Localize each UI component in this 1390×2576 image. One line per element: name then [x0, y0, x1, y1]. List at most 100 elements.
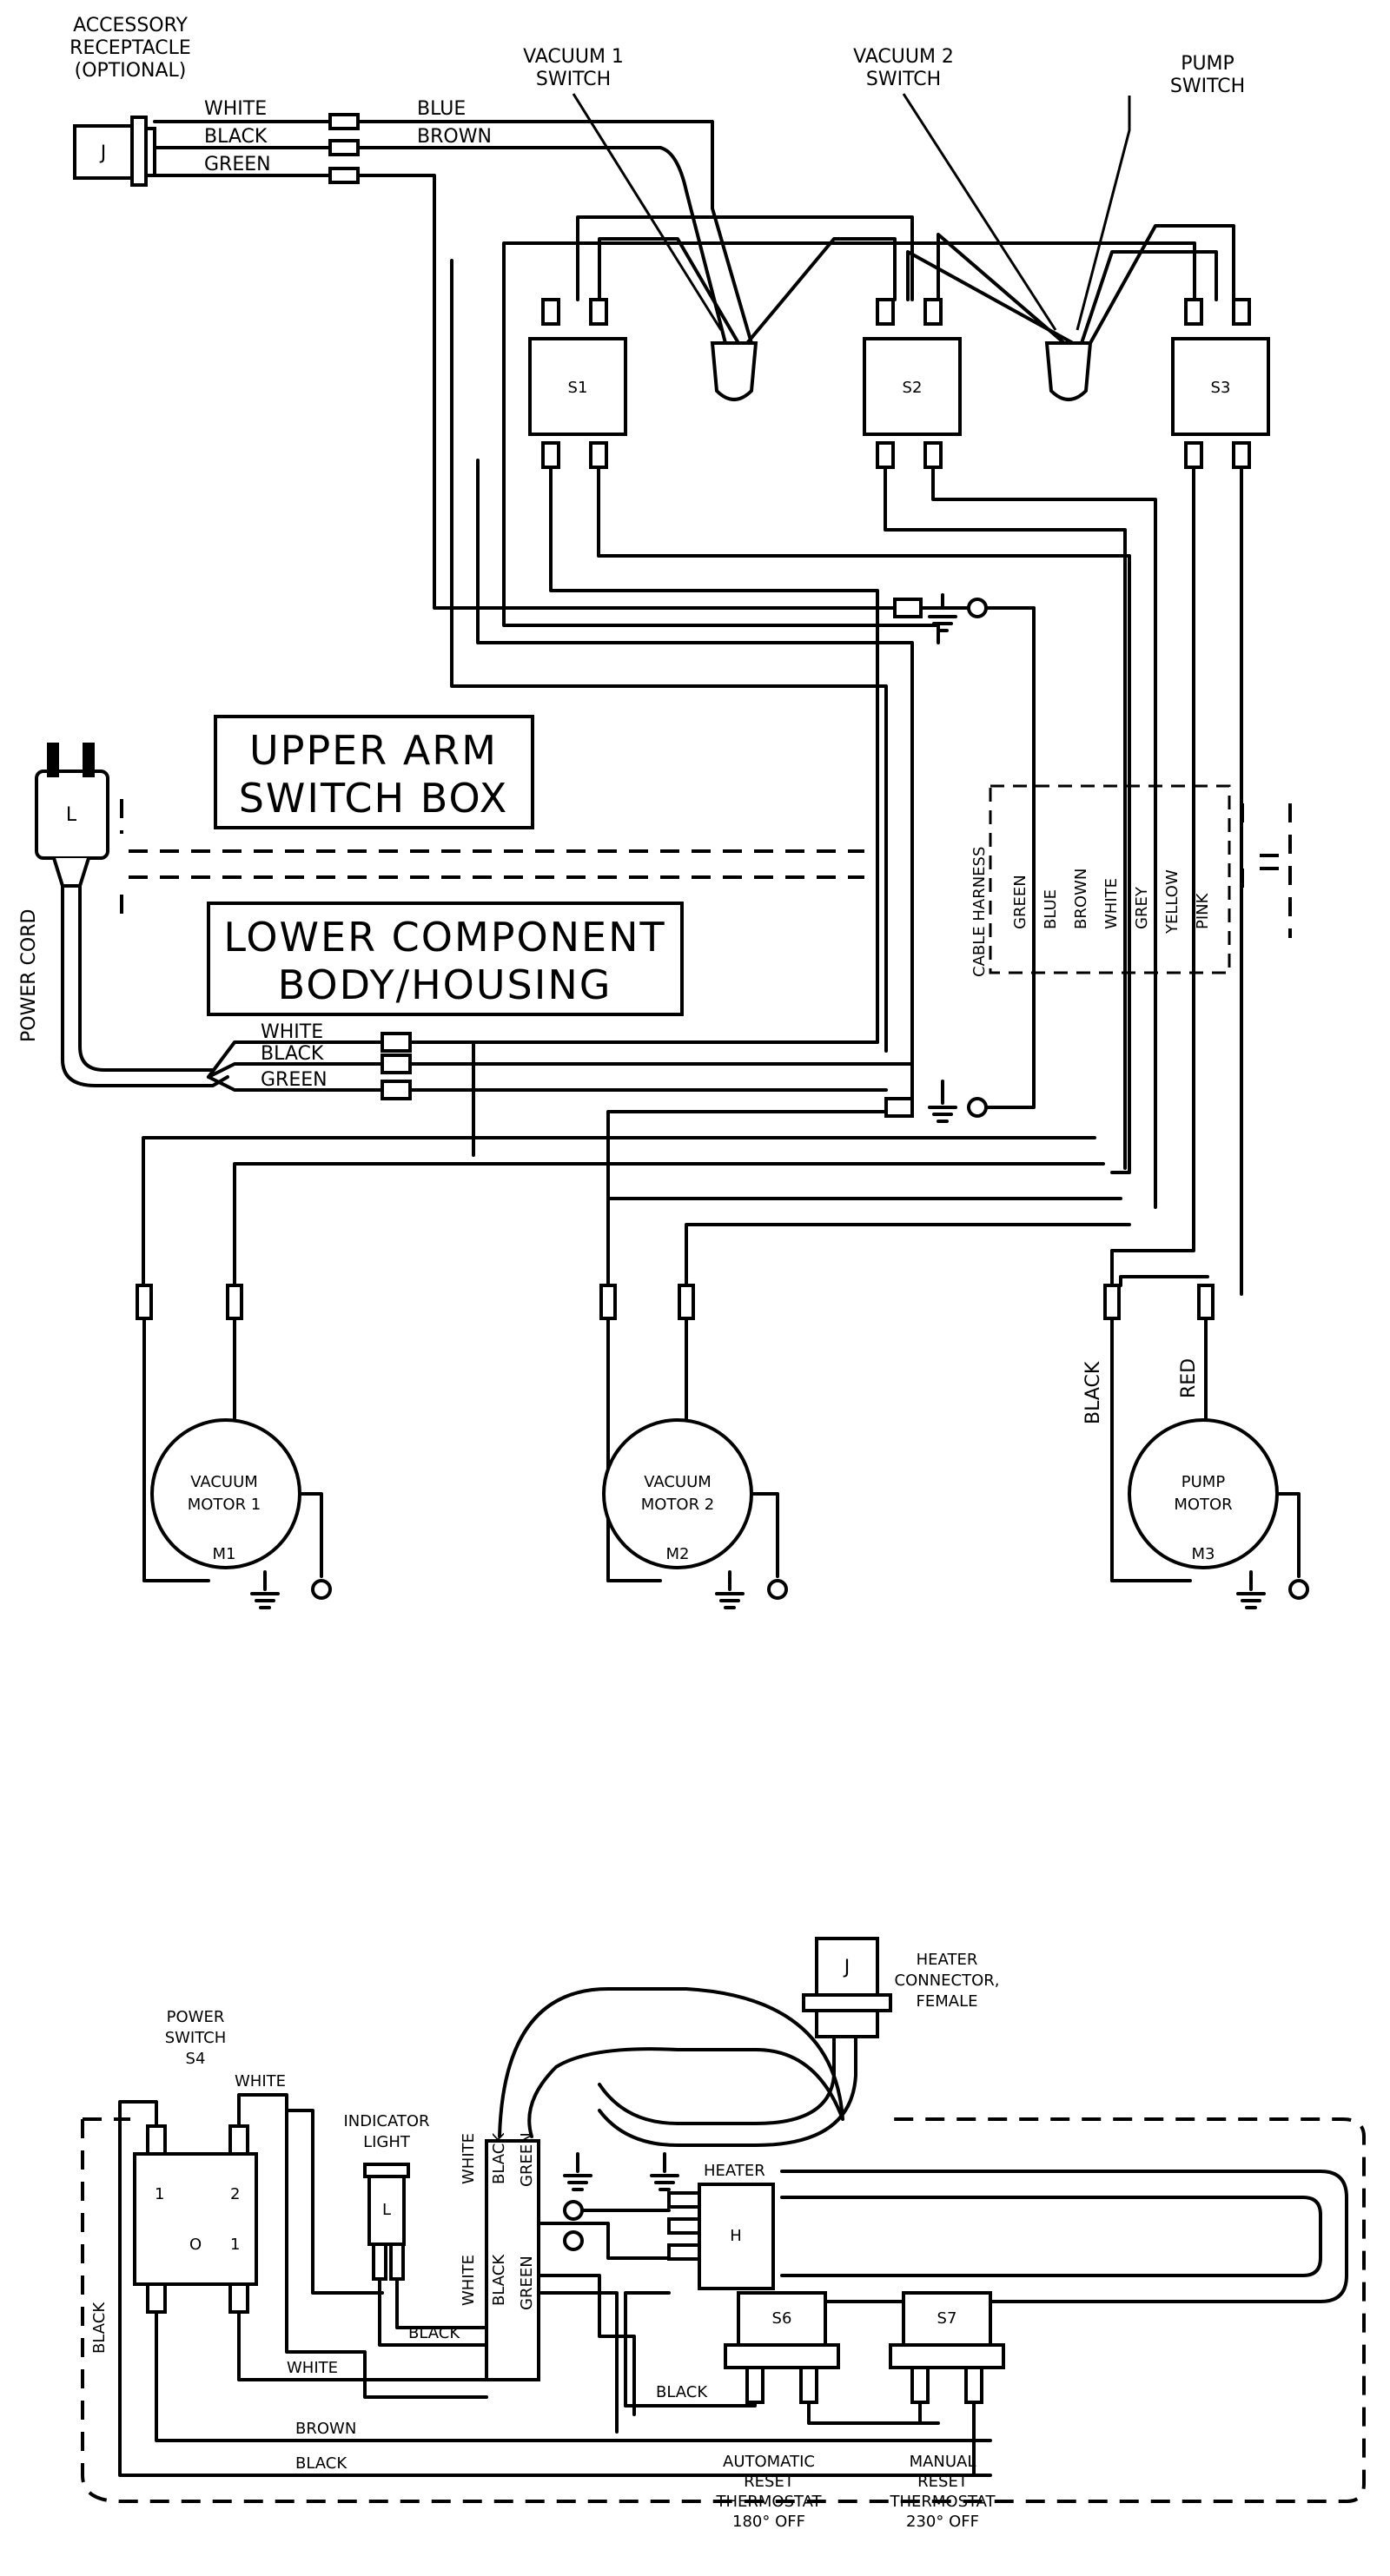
motor3-line1: PUMP: [1182, 1473, 1226, 1491]
pump-switch-label: PUMP: [1181, 53, 1234, 75]
wire-black-left: BLACK: [90, 2302, 109, 2354]
manual-thermostat-label: MANUAL RESET THERMOSTAT 230° OFF: [889, 2453, 996, 2531]
cord-wire-white: WHITE: [261, 1021, 323, 1043]
wire-black-bottom: BLACK: [295, 2454, 348, 2473]
receptacle-label-line3: (OPTIONAL): [75, 60, 187, 82]
upper-arm-box: UPPER ARM SWITCH BOX: [214, 715, 534, 829]
indicator-light-line2: LIGHT: [363, 2133, 411, 2151]
switch-output-wires: [450, 259, 1243, 1296]
power-switch-term2: 2: [230, 2185, 240, 2203]
wire-green-v2: GREEN: [518, 2256, 536, 2310]
power-cord: L POWER CORD: [18, 743, 229, 1087]
power-switch-line1: POWER: [167, 2008, 225, 2026]
receptacle-label-line2: RECEPTACLE: [70, 37, 191, 59]
switch-s2-tag: S2: [903, 379, 923, 397]
wire-black-v1: BLACK: [490, 2132, 508, 2184]
power-switch-off: O: [189, 2236, 202, 2254]
vacuum1-switch-label2: SWITCH: [536, 69, 611, 90]
cord-wire-black: BLACK: [261, 1043, 324, 1065]
power-switch: POWER SWITCH S4 1 2 O 1: [133, 2008, 258, 2314]
heater-connector-line1: HEATER: [917, 1951, 978, 1969]
switch-fanout-wires: [502, 215, 1235, 644]
upper-box-line1: UPPER ARM: [249, 727, 498, 774]
switch-s2: S2: [863, 298, 962, 469]
thermostat-s6-tag: S6: [772, 2309, 792, 2328]
auto-thermo-line1: AUTOMATIC: [723, 2453, 815, 2471]
pump-lead-black: BLACK: [1082, 1361, 1104, 1424]
vacuum-motor-1: VACUUM MOTOR 1 M1: [142, 1317, 332, 1609]
heater-connector: J HEATER CONNECTOR, FEMALE: [802, 1937, 1000, 2038]
lower-ground: [884, 1080, 1036, 1123]
switch-s1-tag: S1: [568, 379, 588, 397]
wire-white-top: WHITE: [235, 2072, 286, 2091]
heater-tag: H: [730, 2227, 742, 2245]
indicator-light: INDICATOR LIGHT L BLACK: [343, 2112, 488, 2347]
motor1-tag: M1: [213, 1545, 236, 1563]
cable-bundle: WHITE BLACK GREEN WHITE BLACK GREEN: [460, 2132, 540, 2381]
cord-wires: WHITE BLACK GREEN: [207, 1021, 914, 1100]
wire-green-v1: GREEN: [518, 2132, 536, 2187]
heater-label: HEATER: [704, 2162, 765, 2180]
plug-tag: L: [66, 804, 77, 826]
manual-thermo-line3: THERMOSTAT: [889, 2493, 996, 2511]
wire-black-mid: BLACK: [408, 2324, 460, 2342]
receptacle-wire-black: BLACK: [204, 126, 268, 148]
manual-thermo-line1: MANUAL: [910, 2453, 976, 2471]
wire-nut-2: [1044, 341, 1093, 401]
upper-ground: [893, 593, 1036, 1096]
harness-blue: BLUE: [1042, 889, 1060, 929]
receptacle-wire-brown: BROWN: [417, 126, 492, 148]
motor-connectors: [136, 1284, 1215, 1320]
heater-element: H HEATER: [667, 2162, 1348, 2303]
manual-thermo-line2: RESET: [917, 2473, 969, 2491]
heater-connector-line3: FEMALE: [917, 1992, 978, 2011]
switch-s1: S1: [528, 298, 627, 469]
auto-thermo-line4: 180° OFF: [732, 2513, 805, 2531]
indicator-light-line1: INDICATOR: [343, 2112, 429, 2130]
wire-white-v1: WHITE: [460, 2133, 478, 2184]
power-switch-line2: SWITCH: [165, 2029, 227, 2047]
receptacle-wire-blue: BLUE: [417, 98, 466, 120]
pump-switch-label2: SWITCH: [1170, 76, 1245, 97]
pump-motor: PUMP MOTOR M3: [1110, 1317, 1309, 1609]
motor2-line2: MOTOR 2: [641, 1496, 715, 1514]
pump-lead-red: RED: [1178, 1358, 1200, 1398]
lower-box-line2: BODY/HOUSING: [278, 961, 612, 1008]
receptacle-label-line1: ACCESSORY: [73, 15, 188, 36]
vacuum2-switch-label: VACUUM 2: [853, 46, 954, 68]
harness-white: WHITE: [1102, 878, 1121, 929]
power-cord-label: POWER CORD: [18, 909, 40, 1042]
auto-thermostat-label: AUTOMATIC RESET THERMOSTAT 180° OFF: [715, 2453, 822, 2531]
thermostat-s6: S6 BLACK: [624, 2291, 940, 2425]
receptacle-wires: WHITE BLACK GREEN BLUE BROWN: [153, 98, 975, 610]
thermostat-s7: S7: [889, 2291, 1005, 2477]
wire-white-mid: WHITE: [287, 2359, 338, 2377]
vacuum-motor-2: VACUUM MOTOR 2 M2: [602, 1317, 788, 1609]
light-tag: L: [382, 2201, 391, 2219]
cord-wire-green: GREEN: [261, 1069, 328, 1091]
harness-green: GREEN: [1011, 875, 1029, 929]
harness-grey: GREY: [1133, 886, 1151, 929]
upper-box-line2: SWITCH BOX: [239, 775, 509, 822]
wire-nut-1: [710, 341, 758, 401]
vacuum2-switch-label2: SWITCH: [866, 69, 941, 90]
receptacle-wire-white: WHITE: [204, 98, 267, 120]
power-switch-term1: 1: [155, 2185, 164, 2203]
motor1-line1: VACUUM: [190, 1473, 258, 1491]
wire-white-v2: WHITE: [460, 2255, 478, 2306]
lower-component-box: LOWER COMPONENT BODY/HOUSING: [207, 902, 684, 1016]
switch-s3-tag: S3: [1211, 379, 1231, 397]
receptacle-wire-green: GREEN: [204, 154, 271, 175]
cable-harness-label: CABLE HARNESS: [970, 847, 989, 977]
cable-harness: CABLE HARNESS GREEN BLUE BROWN WHITE GRE…: [970, 784, 1292, 977]
wire-black-thermo: BLACK: [656, 2383, 708, 2401]
auto-thermo-line3: THERMOSTAT: [715, 2493, 822, 2511]
heater-connector-line2: CONNECTOR,: [895, 1972, 1000, 1990]
accessory-receptacle: ACCESSORY RECEPTACLE (OPTIONAL) J: [70, 15, 191, 187]
harness-yellow: YELLOW: [1163, 869, 1182, 935]
motor3-tag: M3: [1192, 1545, 1215, 1563]
motor2-line1: VACUUM: [644, 1473, 712, 1491]
heater-grounds: [537, 2152, 679, 2434]
harness-pink: PINK: [1194, 892, 1212, 929]
